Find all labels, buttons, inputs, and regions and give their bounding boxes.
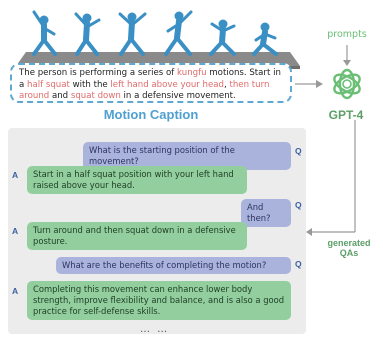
- question-tag-1: Q: [295, 146, 302, 156]
- answer-tag-3: A: [12, 286, 19, 296]
- question-bubble-3: What are the benefits of completing the …: [56, 257, 291, 274]
- kungfu-figure-6: [252, 22, 278, 56]
- motion-caption-box: The person is performing a series of kun…: [10, 63, 292, 103]
- gpt4-label: GPT-4: [328, 108, 364, 122]
- generated-label-line1: generated: [327, 238, 371, 248]
- answer-tag-1: A: [12, 170, 19, 180]
- motion-caption-text: The person is performing a series of kun…: [19, 68, 281, 101]
- kungfu-figure-4: [164, 10, 193, 56]
- caption-segment: in a defensive movement.: [120, 91, 236, 101]
- gpt4-logo-icon: [333, 68, 361, 100]
- kungfu-figure-3: [118, 12, 147, 56]
- question-tag-2: Q: [295, 200, 302, 210]
- question-bubble-2: And then?: [241, 199, 291, 227]
- generated-qas-label: generated QAs: [320, 238, 378, 258]
- kungfu-figure-1: [32, 10, 57, 56]
- caption-segment: and: [49, 91, 71, 101]
- caption-highlight: then turn around: [19, 79, 270, 102]
- answer-bubble-1: Start in a half squat position with your…: [27, 166, 247, 194]
- answer-bubble-2: Turn around and then squat down in a def…: [27, 222, 247, 250]
- caption-segment: The person is performing a series of: [19, 68, 178, 78]
- caption-highlight: squat down: [70, 91, 121, 101]
- question-tag-3: Q: [295, 259, 302, 269]
- generated-label-line2: QAs: [339, 248, 359, 258]
- motion-platform: [16, 52, 300, 66]
- question-bubble-1: What is the starting position of the mov…: [83, 142, 291, 170]
- caption-highlight: left hand above your head: [110, 79, 224, 90]
- more-qas-ellipsis: … …: [140, 324, 170, 335]
- caption-highlight: half squat: [27, 79, 70, 90]
- answer-tag-2: A: [12, 226, 19, 236]
- kungfu-figure-2: [74, 12, 101, 56]
- kungfu-figure-5: [209, 19, 236, 56]
- caption-segment: ,: [224, 79, 230, 90]
- caption-segment: motions. Start in a: [19, 68, 281, 90]
- motion-caption-title: Motion Caption: [103, 107, 199, 122]
- answer-bubble-3: Completing this movement can enhance low…: [27, 281, 291, 320]
- prompts-label: prompts: [327, 29, 367, 40]
- caption-segment: with the: [69, 79, 111, 90]
- caption-highlight: kungfu: [177, 68, 207, 78]
